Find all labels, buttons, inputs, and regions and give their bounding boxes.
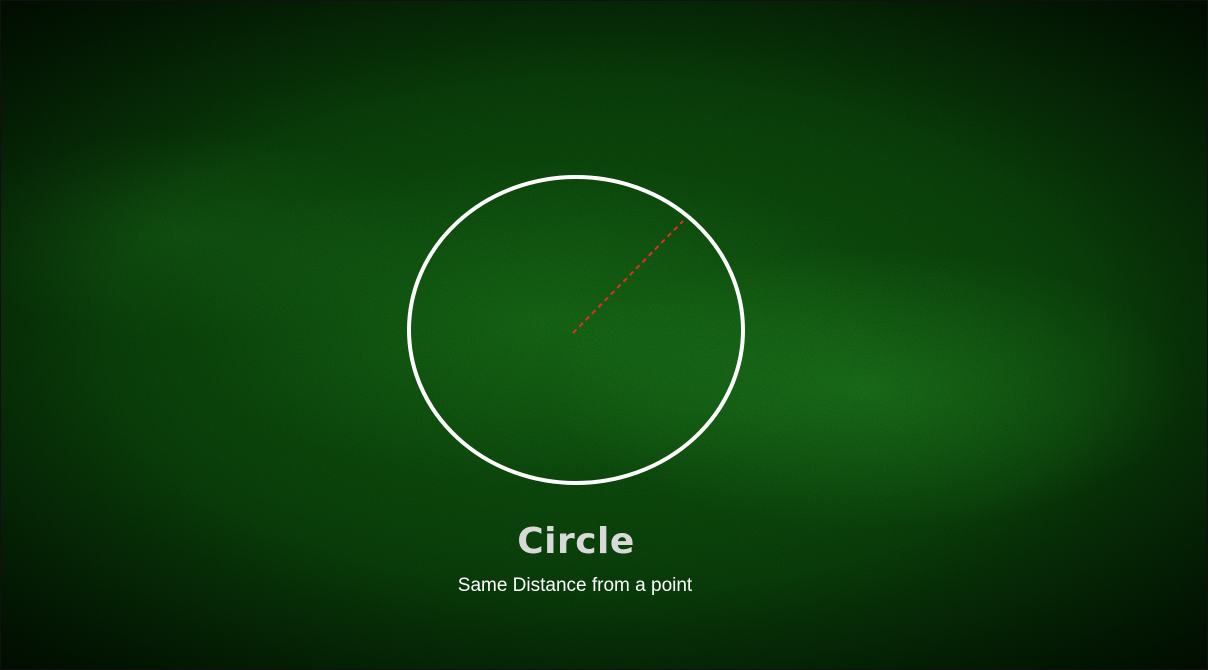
slide-title: Circle bbox=[517, 521, 635, 562]
slide-subtitle: Same Distance from a point bbox=[457, 575, 693, 596]
radius-line bbox=[572, 220, 684, 334]
circle-outline bbox=[407, 175, 745, 485]
